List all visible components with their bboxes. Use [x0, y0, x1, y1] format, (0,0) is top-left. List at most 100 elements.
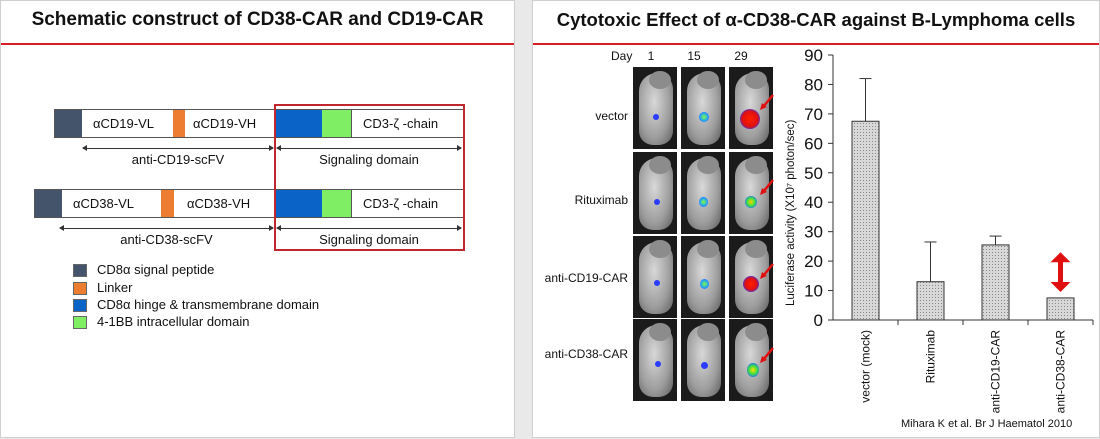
mouse-image	[633, 319, 677, 401]
bar	[1046, 297, 1075, 321]
cd19-vh-label: αCD19-VH	[193, 116, 257, 131]
mouse-head	[745, 71, 767, 89]
mouse-image	[729, 236, 773, 318]
cd19-linker	[173, 110, 185, 137]
mouse-image	[681, 319, 725, 401]
luciferase-signal	[743, 276, 759, 292]
mouse-head	[649, 156, 671, 174]
mouse-head	[745, 240, 767, 258]
row-label-anti-cd38-car: anti-CD38-CAR	[544, 347, 628, 361]
mouse-image	[681, 236, 725, 318]
title-divider	[533, 43, 1099, 45]
bar	[851, 120, 880, 321]
x-tick-label: Rituximab	[924, 330, 938, 384]
highlight-arrow-head	[1050, 252, 1071, 263]
mouse-head	[697, 323, 719, 341]
luciferase-signal	[745, 196, 757, 208]
cd38-scfv-arrow	[59, 225, 274, 231]
legend-swatch	[73, 316, 87, 329]
cd19-41bb	[322, 110, 352, 137]
day-29-label: 29	[734, 49, 748, 63]
cd19-scfv-label: anti-CD19-scFV	[131, 152, 225, 167]
cytotoxic-panel: Cytotoxic Effect of α-CD38-CAR against B…	[532, 0, 1100, 438]
luciferase-signal	[701, 362, 708, 369]
luciferase-signal	[747, 363, 759, 377]
mouse-image	[633, 236, 677, 318]
mouse-image	[729, 152, 773, 234]
legend-label: 4-1BB intracellular domain	[97, 314, 250, 329]
cd38-chain-label: CD3-ζ -chain	[363, 196, 439, 211]
mouse-image	[633, 67, 677, 149]
signaling-domain-frame	[274, 104, 465, 251]
cd38-signaling-arrow	[276, 225, 462, 231]
mouse-silhouette	[639, 323, 673, 397]
mouse-image	[729, 67, 773, 149]
y-tick-label: 20	[804, 252, 823, 271]
cd38-hinge-tm	[276, 190, 322, 217]
cd19-construct-bar: αCD19-VL αCD19-VH CD3-ζ -chain	[54, 109, 464, 138]
mouse-silhouette	[687, 71, 721, 145]
cd19-scfv-arrow	[82, 145, 274, 151]
y-tick-label: 90	[804, 46, 823, 65]
x-tick-label: anti-CD38-CAR	[1054, 330, 1068, 414]
cd19-signaling-arrow	[276, 145, 462, 151]
legend-swatch	[73, 299, 87, 312]
luciferase-signal	[654, 199, 660, 205]
cd38-scfv-label: anti-CD38-scFV	[120, 232, 213, 247]
luciferase-signal	[653, 114, 659, 120]
bar	[916, 281, 945, 321]
mouse-head	[649, 323, 671, 341]
legend-swatch	[73, 264, 87, 277]
mouse-image	[681, 67, 725, 149]
y-tick-label: 70	[804, 105, 823, 124]
cytotoxic-title: Cytotoxic Effect of α-CD38-CAR against B…	[556, 9, 1076, 30]
luciferase-signal	[740, 109, 760, 129]
bar	[981, 244, 1010, 321]
cd38-41bb	[322, 190, 352, 217]
mouse-head	[649, 240, 671, 258]
luciferase-signal	[655, 361, 661, 367]
cd19-vl-label: αCD19-VL	[93, 116, 154, 131]
cd38-construct-bar: αCD38-VL αCD38-VH CD3-ζ -chain	[34, 189, 464, 218]
title-divider	[1, 43, 514, 45]
mouse-silhouette	[735, 156, 769, 230]
mouse-head	[745, 323, 767, 341]
mouse-silhouette	[687, 323, 721, 397]
mouse-silhouette	[687, 156, 721, 230]
construct-panel: Schematic construct of CD38-CAR and CD19…	[0, 0, 515, 438]
row-label-vector: vector	[595, 109, 628, 123]
cd19-hinge-tm	[276, 110, 322, 137]
mouse-head	[697, 156, 719, 174]
y-tick-label: 0	[814, 311, 823, 330]
luciferase-signal	[654, 280, 660, 286]
day-label: Day	[611, 49, 633, 63]
y-tick-label: 40	[804, 193, 823, 212]
day-15-label: 15	[687, 49, 701, 63]
legend-label: CD8α signal peptide	[97, 262, 215, 277]
luciferase-signal	[699, 197, 708, 207]
mouse-silhouette	[687, 240, 721, 314]
mouse-head	[649, 71, 671, 89]
y-tick-label: 50	[804, 164, 823, 183]
y-tick-label: 30	[804, 223, 823, 242]
construct-title: Schematic construct of CD38-CAR and CD19…	[31, 9, 484, 30]
mouse-silhouette	[639, 71, 673, 145]
cd38-linker	[161, 190, 174, 217]
mouse-head	[745, 156, 767, 174]
row-label-anti-cd19-car: anti-CD19-CAR	[544, 271, 628, 285]
cd19-signaling-label: Signaling domain	[319, 152, 419, 167]
x-tick-label: anti-CD19-CAR	[989, 330, 1003, 414]
cd19-signal-peptide	[55, 110, 82, 137]
legend-swatch	[73, 282, 87, 295]
cd38-signal-peptide	[35, 190, 62, 217]
mouse-silhouette	[639, 240, 673, 314]
row-label-rituximab: Rituximab	[574, 193, 628, 207]
cd38-signaling-label: Signaling domain	[319, 232, 419, 247]
y-tick-label: 60	[804, 134, 823, 153]
tumor-pointer-arrow	[760, 347, 774, 363]
citation: Mihara K et al. Br J Haematol 2010	[901, 418, 1073, 430]
y-axis-label: Luciferase activity (X10⁷ photon/sec)	[785, 119, 797, 306]
legend-label: Linker	[97, 280, 133, 295]
legend-label: CD8α hinge & transmembrane domain	[97, 297, 320, 312]
